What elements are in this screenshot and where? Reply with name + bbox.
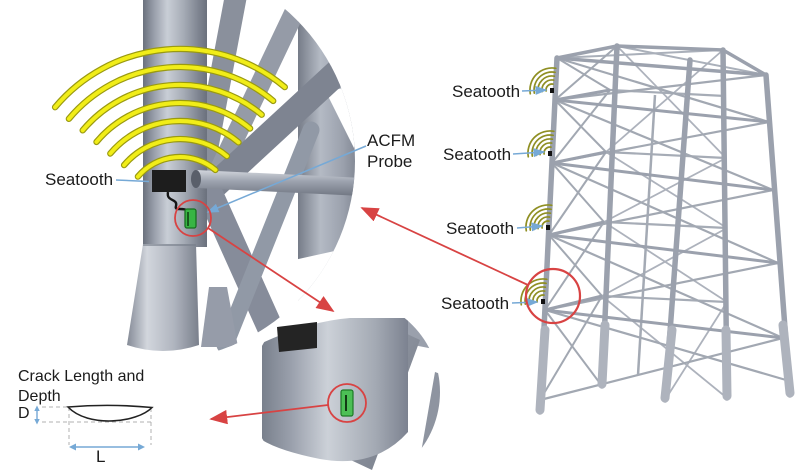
lower-brace (418, 372, 440, 470)
top-frame (556, 44, 767, 77)
dimension-dashed-lines (42, 406, 153, 445)
seatooth-label-left: Seatooth (45, 170, 114, 189)
crack-probe (184, 208, 197, 229)
left-face-bracing (539, 45, 618, 401)
seatooth-label-2: Seatooth (443, 145, 512, 164)
crack-profile (66, 404, 154, 422)
seatooth-device (152, 170, 186, 192)
crack-3d-render (262, 318, 440, 470)
leg-cone (127, 244, 199, 351)
acfm-probe-label: ACFM Probe (367, 131, 416, 171)
mid-zoom-inset (250, 297, 440, 472)
seatooth-device-closeup (277, 322, 317, 352)
seatooth-label-1: Seatooth (452, 82, 521, 101)
crack-profile-drawing (34, 404, 154, 451)
crack-title-line2: Depth (18, 388, 61, 405)
back-chords (601, 88, 728, 304)
depth-symbol-label: D (18, 405, 30, 422)
crack-dimension-diagram (10, 360, 230, 472)
back-diagonals (601, 45, 728, 401)
jacket-structure (520, 35, 800, 467)
depth-arrow (34, 405, 40, 425)
interior-column (636, 94, 657, 376)
crack-title-line1: Crack Length and (18, 368, 145, 385)
main-leg-cylinder (143, 0, 207, 247)
jacket-truss-render (535, 43, 795, 415)
length-symbol-label: L (96, 447, 106, 466)
seatooth-label-4: Seatooth (441, 294, 510, 313)
right-leg-cylinder (298, 0, 355, 345)
probe-end-cap (191, 170, 201, 188)
seatooth-label-3: Seatooth (446, 219, 515, 238)
brace-cone (201, 287, 238, 347)
pile-sections (535, 320, 795, 415)
length-arrow (69, 443, 145, 451)
